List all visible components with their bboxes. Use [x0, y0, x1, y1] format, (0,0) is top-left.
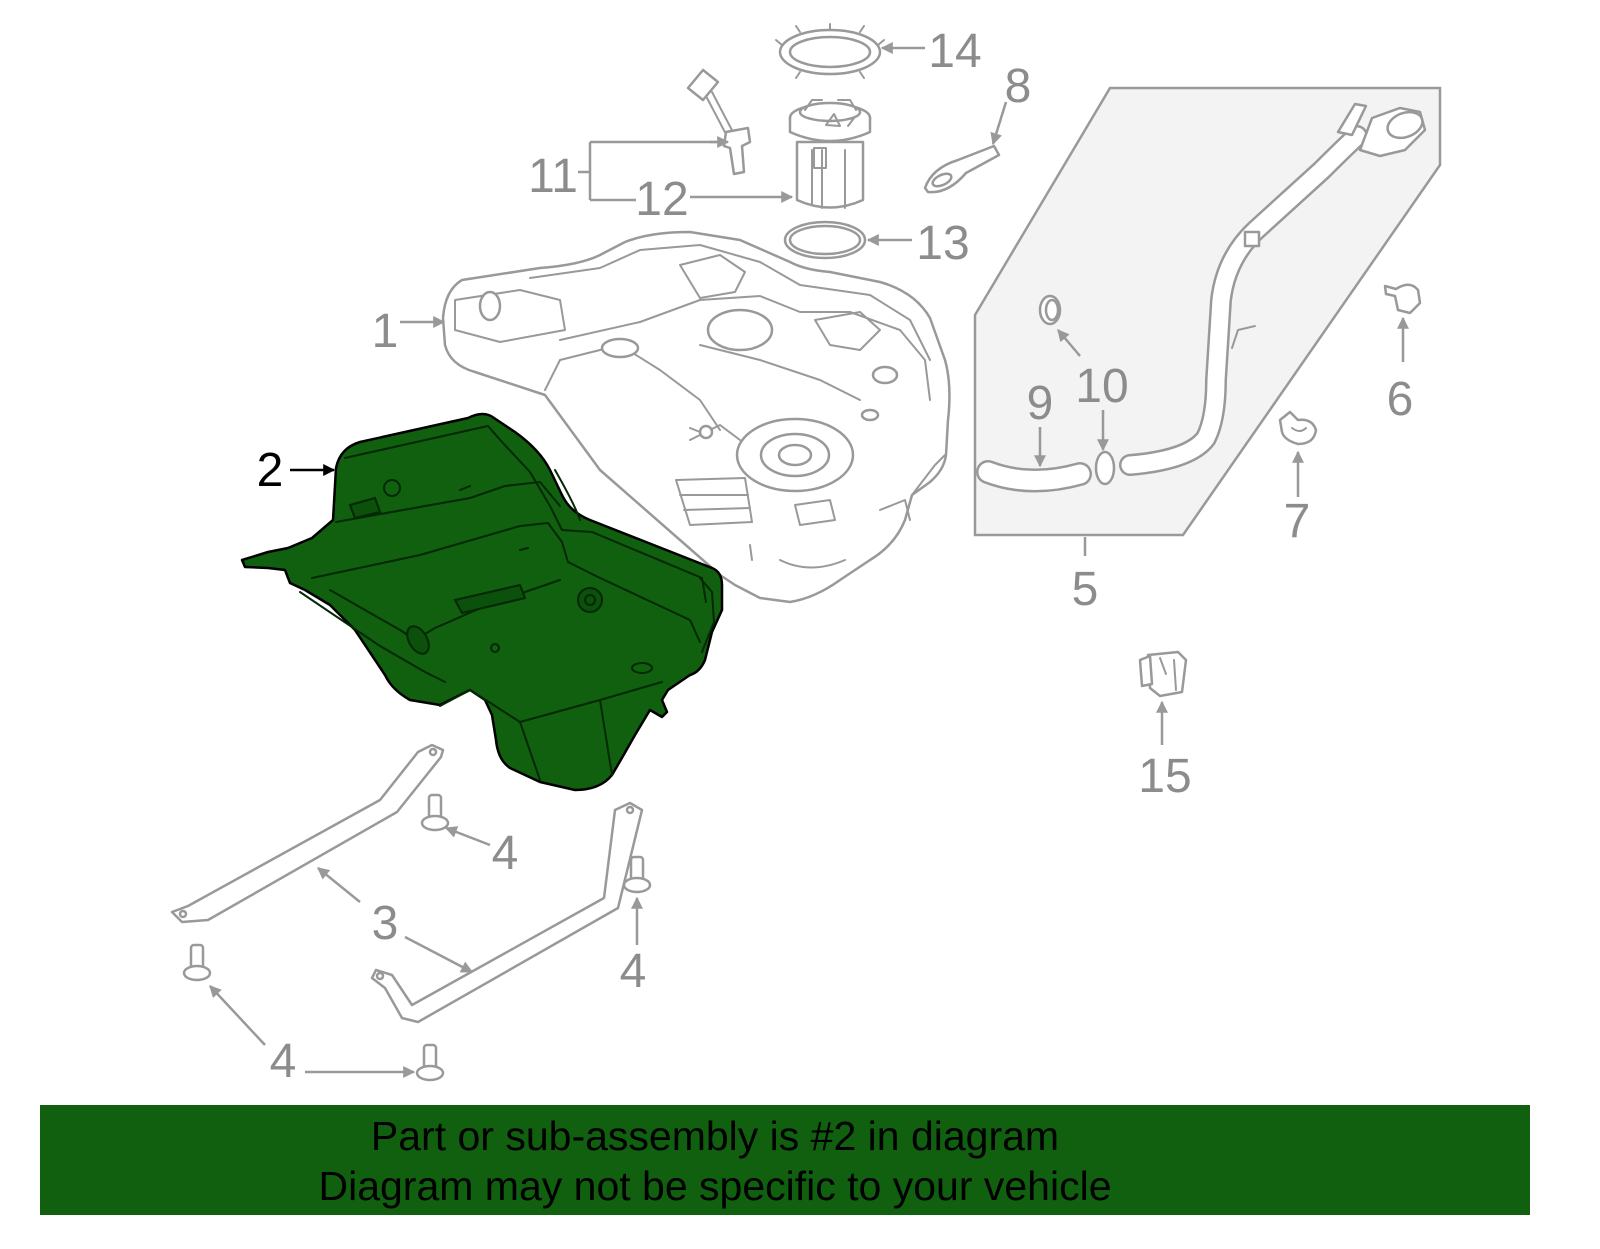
lock-ring-part-14 [775, 23, 885, 79]
bolt-part-4 [622, 855, 652, 894]
tank-strap-right-part-3 [370, 801, 644, 1024]
valve-part-15 [1138, 650, 1188, 698]
notice-banner: Part or sub-assembly is #2 in diagram Di… [40, 1105, 1530, 1215]
callout-4: 4 [620, 945, 647, 998]
callout-2: 2 [257, 444, 284, 497]
clamp-part-10 [1044, 298, 1060, 322]
notice-line-2: Diagram may not be specific to your vehi… [318, 1163, 1112, 1209]
seal-ring-part-13 [783, 220, 867, 260]
notice-line-1: Part or sub-assembly is #2 in diagram [370, 1113, 1060, 1159]
callout-1: 1 [372, 305, 399, 358]
filler-pipe-assembly-part-5 [973, 86, 1442, 537]
callout-3: 3 [372, 897, 399, 950]
heat-shield-part-2 [240, 412, 724, 792]
callout-14: 14 [928, 25, 981, 78]
callout-7: 7 [1284, 495, 1311, 548]
leader-lines [209, 42, 1409, 1078]
hose-part-9 [978, 462, 1090, 490]
callout-13: 13 [916, 217, 969, 270]
callout-15: 15 [1138, 750, 1191, 803]
callout-9: 9 [1027, 377, 1054, 430]
fuel-tank-part-1 [441, 230, 951, 604]
push-pin-part-6 [1383, 283, 1422, 315]
callout-10: 10 [1075, 360, 1128, 413]
callout-8: 8 [1005, 60, 1032, 113]
callout-12: 12 [635, 173, 688, 226]
strap-part-8 [923, 144, 1001, 194]
bolt-part-4 [182, 943, 212, 982]
fuel-pump-module-part-12 [788, 99, 872, 209]
clamp-part-10 [1094, 450, 1116, 486]
callout-6: 6 [1387, 373, 1414, 426]
filler-pipe [1121, 127, 1366, 474]
bolt-part-4 [420, 793, 450, 832]
bolt-part-4 [415, 1043, 445, 1082]
callout-5: 5 [1072, 563, 1099, 616]
callout-4: 4 [492, 827, 519, 880]
tank-strap-left-part-3 [170, 743, 445, 924]
clip-part-7 [1278, 410, 1318, 446]
callout-4: 4 [270, 1035, 297, 1088]
notice-text: Part or sub-assembly is #2 in diagram Di… [40, 1111, 1390, 1211]
callout-11: 11 [528, 150, 578, 203]
fuel-level-sender-part-11 [686, 68, 752, 176]
